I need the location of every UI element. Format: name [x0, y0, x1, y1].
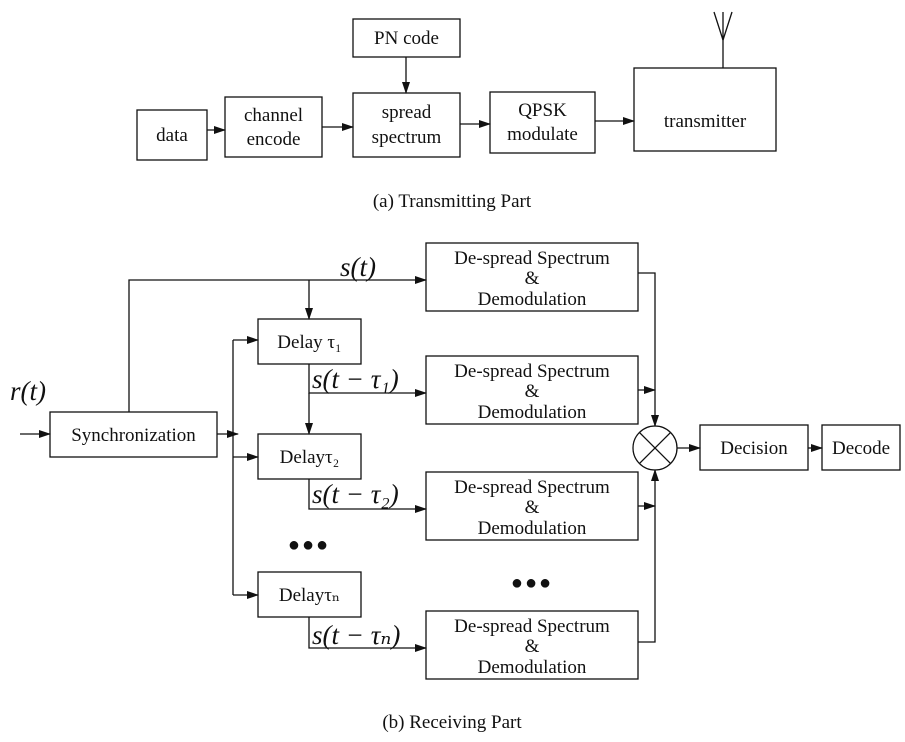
antenna-icon [713, 11, 733, 68]
delay-label-2: Delayτ₂ [280, 447, 340, 468]
data-label: data [156, 125, 188, 146]
transmit-caption: (a) Transmitting Part [373, 191, 532, 212]
receive-caption: (b) Receiving Part [382, 712, 522, 733]
channel-encode-block: channel encode [224, 96, 323, 158]
data-block: data [136, 109, 208, 161]
branch-ellipsis: ●●● [511, 572, 553, 594]
pn-code-label: PN code [374, 28, 439, 49]
transmitting-part: PN code data channel encode spread spect… [136, 11, 777, 212]
delay-block-2: Delayτ₂ [257, 433, 362, 480]
transmitter-block: transmitter [633, 67, 777, 152]
delay-ellipsis: ●●● [288, 534, 330, 556]
delay-block-1: Delay τ₁ [257, 318, 362, 365]
delay-label-1: Delay τ₁ [277, 332, 341, 353]
signal-r: r(t) [10, 376, 46, 406]
despread-label-1b: & [525, 268, 540, 289]
delay-block-n: Delayτₙ [257, 571, 362, 618]
decode-block: Decode [821, 424, 901, 471]
despread-label-3c: Demodulation [478, 518, 587, 539]
synchronization-block: Synchronization [49, 411, 218, 458]
transmit-connectors [207, 57, 635, 134]
signal-s-tau2: s(t − τ₂) [312, 479, 399, 509]
spread-spectrum-block: spread spectrum [352, 92, 461, 158]
despread-block-1: De-spread Spectrum & Demodulation [425, 242, 639, 312]
despread-label-nc: Demodulation [478, 657, 587, 678]
decision-block: Decision [699, 424, 809, 471]
channel-encode-label-1: channel [244, 105, 303, 126]
combiner-multiply-icon [632, 425, 678, 471]
signal-s-tau1: s(t − τ₁) [312, 364, 399, 394]
despread-label-1c: Demodulation [478, 289, 587, 310]
qpsk-modulate-block: QPSK modulate [489, 91, 596, 154]
delay-label-n: Delayτₙ [279, 585, 340, 606]
despread-label-3a: De-spread Spectrum [454, 477, 610, 498]
transmitter-label: transmitter [664, 111, 747, 132]
despread-block-3: De-spread Spectrum & Demodulation [425, 471, 639, 541]
despread-label-3b: & [525, 497, 540, 518]
qpsk-label-2: modulate [507, 124, 578, 145]
despread-label-2a: De-spread Spectrum [454, 361, 610, 382]
despread-label-na: De-spread Spectrum [454, 616, 610, 637]
receiving-part: r(t) s(t) s(t − τ₁) s(t − τ₂) s(t − τₙ) … [10, 242, 901, 733]
despread-block-n: De-spread Spectrum & Demodulation [425, 610, 639, 680]
qpsk-label-1: QPSK [518, 100, 567, 121]
channel-encode-label-2: encode [247, 129, 301, 150]
decision-label: Decision [720, 438, 788, 459]
decode-label: Decode [832, 438, 890, 459]
despread-label-1a: De-spread Spectrum [454, 248, 610, 269]
signal-s-taun: s(t − τₙ) [312, 620, 400, 650]
despread-label-2c: Demodulation [478, 402, 587, 423]
signal-s: s(t) [340, 252, 376, 282]
receive-connectors [20, 272, 823, 652]
spread-spectrum-label-2: spectrum [372, 127, 442, 148]
despread-label-nb: & [525, 636, 540, 657]
despread-block-2: De-spread Spectrum & Demodulation [425, 355, 639, 425]
synchronization-label: Synchronization [71, 425, 196, 446]
pn-code-block: PN code [352, 18, 461, 58]
despread-label-2b: & [525, 381, 540, 402]
spread-spectrum-label-1: spread [382, 102, 432, 123]
